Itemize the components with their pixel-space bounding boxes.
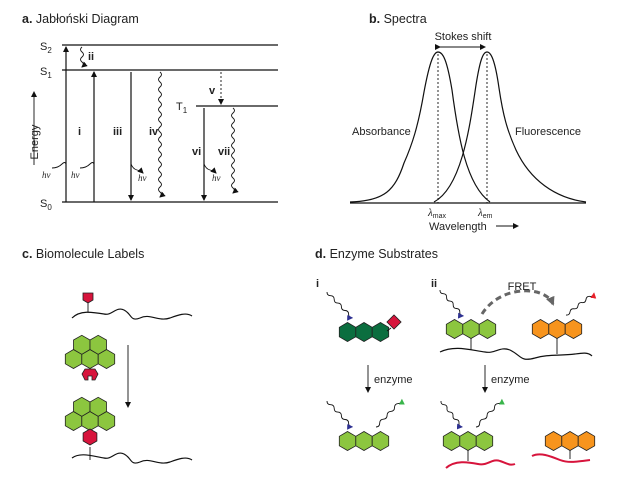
dye-ring xyxy=(355,431,373,451)
reactive-tag-1 xyxy=(82,292,94,304)
panel-d-sub-i: i xyxy=(316,278,319,290)
transition-vii-wavy xyxy=(231,107,239,194)
transition-ii-label: ii xyxy=(88,51,94,63)
panel-d-enzyme-substrates: d. Enzyme Substrates i ii enzyme FRET en… xyxy=(315,247,597,469)
dye-green-donor-dii1 xyxy=(445,319,497,339)
hv-label-iii: hv xyxy=(138,173,147,183)
emission-wave-dii1 xyxy=(565,292,597,316)
dye-green-di2 xyxy=(338,431,390,451)
excitation-wave-dii1 xyxy=(439,289,465,319)
photon-out-iii-curl xyxy=(130,163,144,174)
dye-ring xyxy=(577,431,596,451)
conjugate-tag-c xyxy=(82,428,98,446)
dye-green-dii2 xyxy=(442,431,494,451)
photon-in-1-curl xyxy=(51,162,67,169)
dye-ring xyxy=(459,431,477,451)
absorbance-curve xyxy=(349,51,491,203)
dye-ring xyxy=(445,319,464,339)
transition-vii-label: vii xyxy=(218,146,230,158)
dye-ring xyxy=(564,319,583,339)
dye-ring xyxy=(548,319,566,339)
dye-ring xyxy=(478,319,497,339)
enzyme-label-dii: enzyme xyxy=(491,374,530,386)
peptide-strand-dii1 xyxy=(439,347,593,360)
cleaved-peptide-2 xyxy=(531,453,591,463)
dye-ring xyxy=(531,319,550,339)
panel-c-title: c. Biomolecule Labels xyxy=(22,247,144,261)
dye-orange-dii3 xyxy=(544,431,596,451)
label-s0: S0 xyxy=(40,198,52,212)
dye-ring xyxy=(338,322,357,342)
transition-iii-label: iii xyxy=(113,126,122,138)
wavelength-axis-label: Wavelength xyxy=(429,221,487,233)
cleaved-peptide-1 xyxy=(445,459,516,469)
transition-i-label: i xyxy=(78,126,81,138)
biomolecule-strand-1 xyxy=(71,308,193,320)
fret-label: FRET xyxy=(508,281,537,293)
dye-ring xyxy=(89,334,107,355)
panel-b-spectra: b. Spectra Stokes shift Absorbance Fluor… xyxy=(349,12,587,233)
panel-a-title: a. Jabłoński Diagram xyxy=(22,12,139,26)
label-s2: S2 xyxy=(40,41,52,55)
dye-ring xyxy=(475,431,494,451)
transition-ii-wavy xyxy=(80,46,88,68)
excitation-wave-di2 xyxy=(326,400,354,430)
dye-orange-acceptor-dii1 xyxy=(531,319,583,339)
receptor-tag-c1 xyxy=(81,368,99,381)
transition-vi-label: vi xyxy=(192,146,201,158)
fluorescence-curve xyxy=(433,51,587,203)
enzyme-label-di: enzyme xyxy=(374,374,413,386)
energy-axis-label: Energy xyxy=(29,124,41,159)
photon-out-vi-curl xyxy=(203,163,217,174)
stokes-shift-label: Stokes shift xyxy=(435,31,492,43)
transition-v-label: v xyxy=(209,85,216,97)
lambda-em-label: λem xyxy=(477,207,493,220)
absorbance-label: Absorbance xyxy=(352,126,411,138)
emission-wave-di2 xyxy=(375,398,405,428)
quencher-linker-di1 xyxy=(386,327,392,332)
photon-in-2-curl xyxy=(79,162,95,169)
dye-green-c1 xyxy=(64,334,116,369)
transition-iv-wavy xyxy=(158,71,166,198)
dye-ring xyxy=(371,431,390,451)
dye-ring xyxy=(442,431,461,451)
dye-ring xyxy=(561,431,579,451)
quencher-tag-di1 xyxy=(386,314,402,330)
hv-label-1: hv xyxy=(42,170,51,180)
panel-d-sub-ii: ii xyxy=(431,278,437,290)
excitation-wave-di1 xyxy=(326,291,354,321)
dye-ring xyxy=(371,322,390,342)
transition-iv-label: iv xyxy=(149,126,159,138)
fluorescence-label: Fluorescence xyxy=(515,126,581,138)
label-s1: S1 xyxy=(40,66,52,80)
fret-arrow xyxy=(480,289,555,315)
dye-ring xyxy=(89,396,107,417)
dye-green-c2 xyxy=(64,396,116,431)
dye-ring xyxy=(338,431,357,451)
label-t1: T1 xyxy=(176,101,188,115)
dye-dark-green-di1 xyxy=(338,322,390,342)
excitation-wave-dii2 xyxy=(440,400,463,430)
panel-d-title: d. Enzyme Substrates xyxy=(315,247,438,261)
hv-label-vi: hv xyxy=(212,173,221,183)
panel-b-title: b. Spectra xyxy=(369,12,427,26)
emission-wave-dii2 xyxy=(475,398,505,428)
hv-label-2: hv xyxy=(71,170,80,180)
biomolecule-strand-2 xyxy=(71,452,193,464)
panel-c-biomolecule-labels: c. Biomolecule Labels xyxy=(22,247,193,464)
dye-ring xyxy=(544,431,563,451)
dye-ring xyxy=(355,322,373,342)
dye-ring xyxy=(462,319,480,339)
lambda-max-label: λmax xyxy=(427,207,446,220)
panel-a-jablonski: a. Jabłoński Diagram S2 S1 T1 S0 Energy … xyxy=(22,12,278,212)
